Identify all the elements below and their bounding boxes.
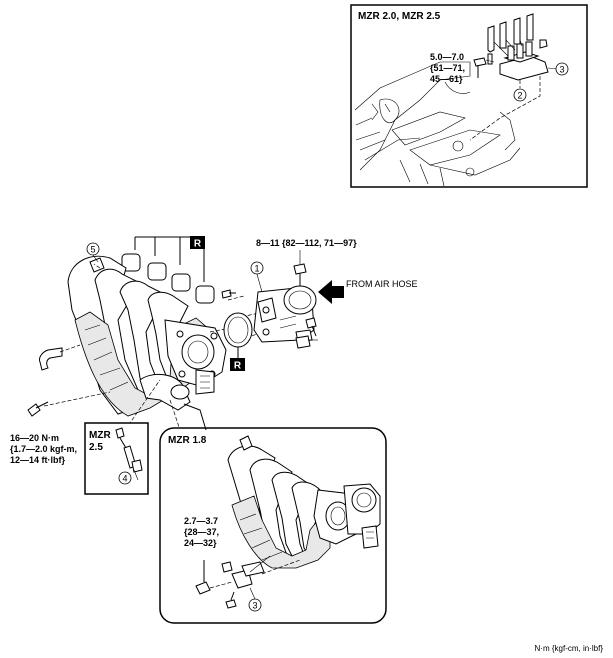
inset-mzr20-mzr25: MZR 2.0, MZR 2.5 — [350, 4, 588, 188]
units-label: N·m {kgf-cm, in·lbf} — [535, 644, 604, 653]
manifold-torque-line1: 16—20 N·m — [10, 433, 59, 443]
from-air-hose-label: FROM AIR HOSE — [346, 279, 418, 289]
inset-mzr25-title-line1: MZR — [89, 430, 111, 441]
vacuum-hoses — [487, 13, 548, 57]
air-flow-arrow — [318, 280, 344, 304]
replace-mark-throttle-gasket: R — [230, 358, 245, 372]
bracket-bolt-mzr18 — [195, 560, 211, 595]
inset-mzr20-torque-line1: 5.0—7.0 — [430, 52, 464, 62]
svg-text:1: 1 — [254, 264, 259, 274]
inset-mzr18-torque-line1: 2.7—3.7 — [184, 516, 218, 526]
svg-text:2: 2 — [517, 91, 522, 101]
pcv-hose — [39, 347, 63, 371]
inset-mzr20-torque-line2: {51—71, — [430, 63, 465, 73]
intake-port-gaskets — [121, 253, 215, 304]
inset-mzr25-frame — [84, 422, 149, 495]
main-assembly: R — [10, 236, 418, 465]
solenoid-bracket-mzr18 — [221, 555, 271, 609]
replace-mark-gaskets: R — [190, 236, 205, 250]
inset-mzr20-frame — [350, 4, 588, 188]
throttle-torque: 8—11 {82—112, 71—97} — [256, 238, 357, 248]
intake-manifold — [67, 255, 227, 417]
callout-1: 1 — [250, 261, 264, 293]
bracket-bolt — [473, 57, 487, 78]
svg-text:3: 3 — [559, 65, 564, 75]
inset-mzr18: MZR 1.8 — [159, 427, 387, 624]
engine-head-drawing — [354, 61, 521, 187]
inset-mzr25-title-line2: 2.5 — [89, 442, 103, 453]
svg-text:3: 3 — [252, 601, 257, 611]
inset-mzr20-torque-line3: 45—61} — [430, 74, 463, 84]
inset-mzr18-torque-line3: 24—32} — [184, 538, 217, 548]
callout-2-top: 2 — [513, 88, 527, 102]
callout-5: 5 — [86, 242, 100, 263]
manifold-torque-line3: 12—14 ft·lbf} — [10, 455, 66, 465]
throttle-body-gasket — [223, 312, 253, 358]
svg-text:5: 5 — [90, 245, 95, 255]
inset-mzr18-torque-line2: {28—37, — [184, 527, 219, 537]
throttle-body-mzr18 — [343, 483, 381, 549]
svg-text:4: 4 — [122, 474, 127, 484]
throttle-body-bolt — [293, 263, 307, 286]
svg-text:R: R — [194, 239, 202, 250]
inset-mzr20-title: MZR 2.0, MZR 2.5 — [358, 11, 441, 22]
manifold-bolt — [27, 401, 49, 417]
callout-4: 4 — [118, 471, 132, 485]
throttle-body — [253, 285, 317, 343]
callout-3-top: 3 — [555, 62, 569, 76]
inset-mzr18-title: MZR 1.8 — [168, 435, 207, 446]
intake-manifold-mzr18 — [227, 435, 361, 569]
vacuum-fitting — [115, 427, 143, 481]
manifold-torque-line2: {1.7—2.0 kgf-m, — [10, 444, 77, 454]
inset-mzr25: MZR 2.5 4 — [84, 422, 149, 495]
callout-3-mzr18: 3 — [248, 587, 262, 612]
svg-text:R: R — [234, 361, 242, 372]
